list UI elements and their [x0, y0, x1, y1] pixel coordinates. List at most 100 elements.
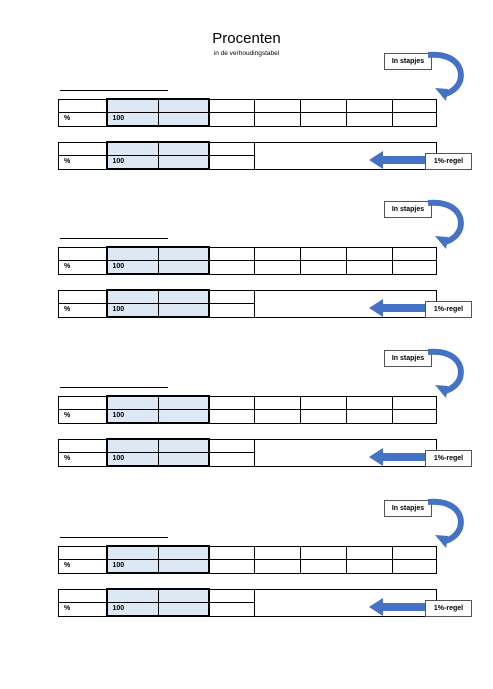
cell[interactable]	[105, 545, 159, 560]
cell[interactable]	[158, 438, 210, 453]
cell[interactable]	[158, 141, 210, 156]
cell[interactable]	[105, 141, 159, 156]
cell[interactable]	[158, 452, 210, 467]
cell[interactable]	[208, 155, 255, 170]
cell[interactable]	[300, 409, 347, 424]
cell[interactable]	[208, 602, 255, 617]
cell[interactable]	[254, 438, 437, 467]
cell[interactable]	[105, 246, 159, 261]
cell[interactable]	[346, 409, 393, 424]
cell[interactable]	[254, 260, 301, 275]
percent-label: %	[58, 409, 107, 424]
cell[interactable]	[208, 289, 255, 304]
cell[interactable]	[392, 246, 437, 261]
cell[interactable]	[208, 141, 255, 156]
cell[interactable]	[254, 545, 301, 560]
cell[interactable]	[58, 588, 107, 603]
cell[interactable]	[208, 246, 255, 261]
cell[interactable]	[105, 438, 159, 453]
cell[interactable]	[392, 409, 437, 424]
cell[interactable]	[158, 112, 210, 127]
cell[interactable]	[346, 112, 393, 127]
cell[interactable]	[208, 588, 255, 603]
cell[interactable]	[158, 602, 210, 617]
cell[interactable]	[254, 559, 301, 574]
een-procent-regel-button[interactable]: 1%-regel	[425, 301, 472, 318]
cell[interactable]	[208, 98, 255, 113]
in-stapjes-button[interactable]: In stapjes	[384, 350, 432, 367]
cell[interactable]	[254, 395, 301, 410]
cell[interactable]	[392, 395, 437, 410]
cell[interactable]	[58, 246, 107, 261]
curved-arrow-icon	[427, 348, 464, 398]
left-arrow-icon	[369, 151, 425, 169]
cell[interactable]	[158, 409, 210, 424]
name-line	[60, 90, 168, 91]
cell[interactable]	[105, 289, 159, 304]
cell[interactable]	[254, 289, 437, 318]
cell[interactable]	[58, 545, 107, 560]
een-procent-regel-button[interactable]: 1%-regel	[425, 450, 472, 467]
cell[interactable]	[254, 141, 437, 170]
cell[interactable]	[346, 98, 393, 113]
cell[interactable]	[158, 588, 210, 603]
cell[interactable]	[300, 98, 347, 113]
cell[interactable]	[58, 289, 107, 304]
cell[interactable]	[208, 545, 255, 560]
cell[interactable]	[254, 112, 301, 127]
cell[interactable]	[208, 559, 255, 574]
cell[interactable]	[105, 588, 159, 603]
cell[interactable]	[392, 545, 437, 560]
cell[interactable]	[300, 545, 347, 560]
cell[interactable]	[105, 98, 159, 113]
cell[interactable]	[392, 112, 437, 127]
cell[interactable]	[208, 395, 255, 410]
cell[interactable]	[208, 438, 255, 453]
cell[interactable]	[208, 260, 255, 275]
in-stapjes-button[interactable]: In stapjes	[384, 201, 432, 218]
percent-label: %	[58, 559, 107, 574]
cell[interactable]	[158, 98, 210, 113]
cell[interactable]	[208, 409, 255, 424]
cell[interactable]	[346, 246, 393, 261]
cell[interactable]	[58, 395, 107, 410]
cell[interactable]	[208, 303, 255, 318]
cell[interactable]	[158, 545, 210, 560]
cell[interactable]	[346, 545, 393, 560]
cell[interactable]	[300, 112, 347, 127]
cell[interactable]	[158, 559, 210, 574]
cell[interactable]	[392, 98, 437, 113]
cell[interactable]	[300, 260, 347, 275]
een-procent-regel-button[interactable]: 1%-regel	[425, 600, 472, 617]
cell[interactable]	[254, 409, 301, 424]
een-procent-regel-button[interactable]: 1%-regel	[425, 153, 472, 170]
cell[interactable]	[300, 559, 347, 574]
cell[interactable]	[208, 112, 255, 127]
cell[interactable]	[105, 395, 159, 410]
cell[interactable]	[58, 98, 107, 113]
cell[interactable]	[58, 438, 107, 453]
cell[interactable]	[346, 559, 393, 574]
cell[interactable]	[392, 260, 437, 275]
cell[interactable]	[392, 559, 437, 574]
in-stapjes-button[interactable]: In stapjes	[384, 53, 432, 70]
in-stapjes-button[interactable]: In stapjes	[384, 500, 432, 517]
cell[interactable]	[158, 246, 210, 261]
cell[interactable]	[346, 260, 393, 275]
percent-label: %	[58, 452, 107, 467]
cell[interactable]	[58, 141, 107, 156]
cell[interactable]	[300, 246, 347, 261]
cell[interactable]	[346, 395, 393, 410]
cell[interactable]	[254, 98, 301, 113]
cell[interactable]	[254, 588, 437, 617]
cell[interactable]	[158, 303, 210, 318]
cell[interactable]	[300, 395, 347, 410]
cell[interactable]	[158, 155, 210, 170]
cell[interactable]	[254, 246, 301, 261]
cell[interactable]	[158, 289, 210, 304]
name-line	[60, 238, 168, 239]
cell[interactable]	[208, 452, 255, 467]
page-subtitle: in de verhoudingstabel	[213, 50, 280, 57]
cell[interactable]	[158, 260, 210, 275]
cell[interactable]	[158, 395, 210, 410]
